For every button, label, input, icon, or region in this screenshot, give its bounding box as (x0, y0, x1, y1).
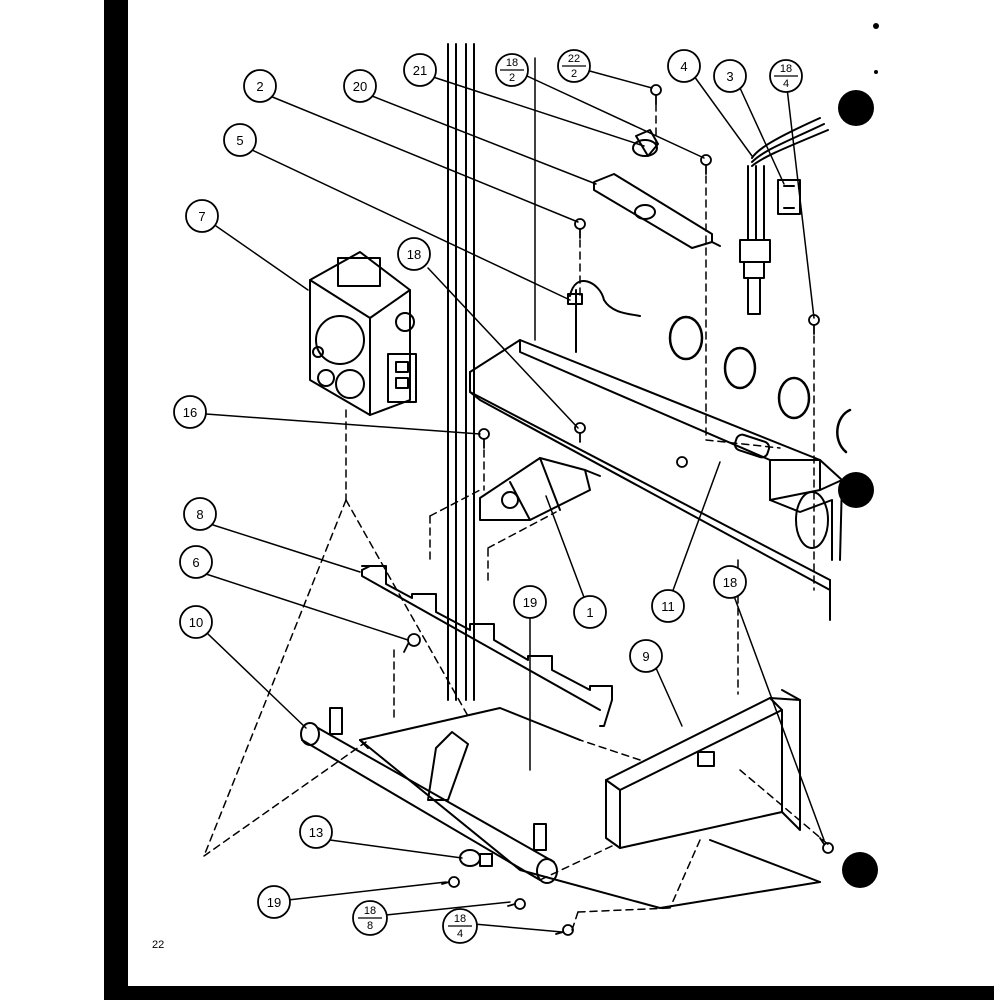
callout-18-4-top: 18 (780, 63, 792, 75)
scan-speck (874, 70, 878, 74)
callout-10: 10 (189, 615, 203, 630)
bracket-strip (361, 565, 613, 727)
main-burner (479, 457, 601, 521)
burner-port-rings (668, 315, 852, 454)
bottom-scan-edge (104, 986, 994, 1000)
callout-19: 19 (523, 595, 537, 610)
callout-7: 7 (198, 209, 205, 224)
binder-hole-bottom (842, 852, 878, 888)
callout-18-8-bottom: 8 (367, 920, 373, 932)
page-number: 22 (152, 939, 164, 951)
pipe-clamp (459, 849, 493, 867)
fraction-dividers (358, 65, 798, 927)
orifice-spud (427, 731, 469, 801)
callout-labels: 2 20 21 18 2 22 2 4 3 18 4 5 7 18 16 8 6… (183, 53, 792, 940)
callout-3: 3 (726, 69, 733, 84)
callout-2: 2 (256, 79, 263, 94)
assembly-lines (203, 103, 831, 931)
manifold-pipe (300, 707, 558, 884)
vent-cover (605, 689, 801, 849)
callout-22-2-top: 22 (568, 53, 580, 65)
callout-11: 11 (661, 599, 675, 614)
callout-21: 21 (413, 63, 427, 78)
callout-18-4-bottom: 4 (783, 78, 789, 90)
bracket-plate (593, 173, 721, 249)
left-scan-edge (104, 0, 128, 1000)
limit-control (632, 129, 659, 157)
callout-6: 6 (192, 555, 199, 570)
screws (403, 84, 834, 936)
callout-13: 13 (309, 825, 323, 840)
callout-20: 20 (353, 79, 367, 94)
callout-18-4b-top: 18 (454, 913, 466, 925)
callout-18-8-top: 18 (364, 905, 376, 917)
base-plate (359, 707, 821, 909)
leader-lines (205, 69, 825, 933)
callout-22-2-bottom: 2 (571, 68, 577, 80)
callout-18-2-top: 18 (506, 57, 518, 69)
vertical-channel (447, 43, 536, 701)
callout-1: 1 (586, 605, 593, 620)
burner-tray (469, 339, 843, 621)
binder-hole-top (838, 90, 874, 126)
callout-5: 5 (236, 133, 243, 148)
callout-balloons (173, 49, 803, 944)
callout-4: 4 (680, 59, 687, 74)
callout-18: 18 (407, 247, 421, 262)
callout-19-bottom: 19 (267, 895, 281, 910)
wiring-harness (739, 117, 829, 315)
pilot-assembly (567, 280, 641, 353)
callout-16: 16 (183, 405, 197, 420)
callout-18-4b-bottom: 4 (457, 928, 463, 940)
binder-hole-middle (838, 472, 874, 508)
callout-18-right: 18 (723, 575, 737, 590)
gas-valve (309, 251, 417, 416)
callout-8: 8 (196, 507, 203, 522)
callout-9: 9 (642, 649, 649, 664)
callout-18-2-bottom: 2 (509, 72, 515, 84)
scan-speck (873, 23, 879, 29)
